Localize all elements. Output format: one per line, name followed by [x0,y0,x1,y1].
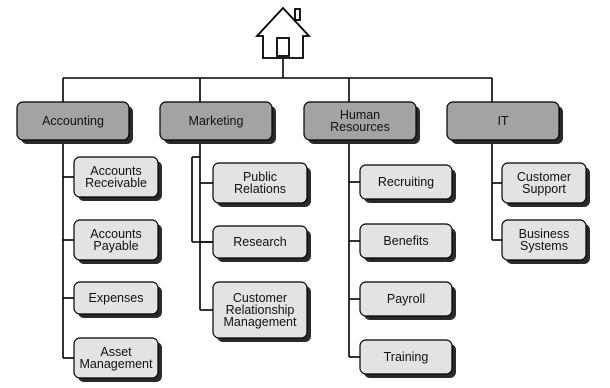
node-research[interactable]: Research [212,225,311,262]
node-customer-relationship-management-label: Relationship [226,303,295,317]
department-marketing[interactable]: Marketing [159,101,276,144]
node-accounts-payable-label: Accounts [90,227,141,241]
department-it-box [446,101,560,141]
node-expenses-label: Expenses [89,291,144,305]
node-expenses[interactable]: Expenses [73,281,162,318]
node-accounts-receivable-label: Accounts [90,164,141,178]
department-human-resources-label: Resources [330,120,390,134]
node-customer-relationship-management-label: Customer [233,291,287,305]
node-payroll-box [359,281,453,317]
node-accounts-payable-box [73,219,159,261]
department-marketing-label: Marketing [189,114,244,128]
department-human-resources-label: Human [340,108,380,122]
node-accounts-receivable-box [73,156,159,198]
node-customer-support-box [501,162,587,204]
node-public-relations-box [212,162,308,204]
department-it-label: IT [497,114,508,128]
node-training[interactable]: Training [359,339,456,378]
node-expenses-box [73,281,159,315]
node-accounts-payable-label: Payable [93,239,138,253]
node-training-box [359,339,453,375]
node-recruiting[interactable]: Recruiting [359,164,456,203]
node-recruiting-label: Recruiting [378,175,434,189]
department-accounting-box [16,101,130,141]
node-research-label: Research [233,235,287,249]
department-accounting[interactable]: Accounting [16,101,133,144]
node-payroll-label: Payroll [387,292,425,306]
department-marketing-box [159,101,273,141]
connector-lines [62,58,502,359]
node-training-label: Training [384,350,429,364]
node-customer-relationship-management-label: Management [224,315,297,329]
department-human-resources-box [303,101,417,141]
node-research-box [212,225,308,259]
node-public-relations-label: Relations [234,182,286,196]
node-benefits-box [359,223,453,259]
node-customer-relationship-management-box [212,281,308,339]
node-customer-support-label: Support [522,182,566,196]
node-asset-management-label: Management [80,357,153,371]
node-benefits-label: Benefits [383,234,428,248]
node-business-systems-label: Business [519,227,570,241]
node-business-systems-label: Systems [520,239,568,253]
node-business-systems-box [501,219,587,261]
node-recruiting-box [359,164,453,200]
diagram-nodes: AccountingAccountsReceivableAccountsPaya… [16,101,590,382]
node-public-relations-label: Public [243,170,277,184]
node-asset-management-label: Asset [100,345,132,359]
node-asset-management-box [73,337,159,379]
department-accounting-label: Accounting [42,114,104,128]
node-accounts-receivable-label: Receivable [85,176,147,190]
node-payroll[interactable]: Payroll [359,281,456,320]
department-it[interactable]: IT [446,101,563,144]
home-icon[interactable] [254,6,312,59]
node-benefits[interactable]: Benefits [359,223,456,262]
node-customer-support-label: Customer [517,170,571,184]
